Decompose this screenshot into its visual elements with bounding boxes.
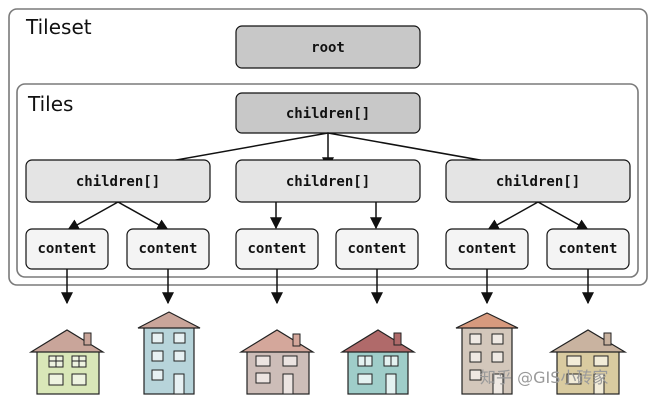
- house-icon-4: [339, 329, 417, 395]
- top-children-label: children[]: [286, 106, 370, 122]
- arrow-branch-3-to-content-1: [486, 201, 539, 231]
- branch-children-node-2: [235, 159, 421, 203]
- content-label-4: content: [347, 241, 406, 257]
- content-label-1: content: [37, 241, 96, 257]
- root-node: [235, 25, 421, 69]
- house-icon-6: [548, 329, 628, 395]
- content-label-6: content: [558, 241, 617, 257]
- watermark-text: 知乎 @GIS小砖家: [480, 368, 608, 387]
- arrow-branch-3-to-content-2: [537, 201, 590, 231]
- arrow-branch-1-to-content-1: [66, 201, 119, 231]
- tiles-label: Tiles: [27, 92, 73, 116]
- house-icon-3: [238, 329, 316, 395]
- house-icon-1: [28, 329, 106, 395]
- arrow-branch-1-to-content-2: [117, 201, 170, 231]
- house-icon-5: [455, 312, 519, 395]
- root-node-label: root: [311, 40, 345, 56]
- content-label-3: content: [247, 241, 306, 257]
- content-label-5: content: [457, 241, 516, 257]
- branch-children-label-3: children[]: [496, 174, 580, 190]
- tileset-label: Tileset: [25, 15, 92, 39]
- content-label-2: content: [138, 241, 197, 257]
- house-icon-2: [137, 311, 201, 395]
- branch-children-label-2: children[]: [286, 174, 370, 190]
- branch-children-label-1: children[]: [76, 174, 160, 190]
